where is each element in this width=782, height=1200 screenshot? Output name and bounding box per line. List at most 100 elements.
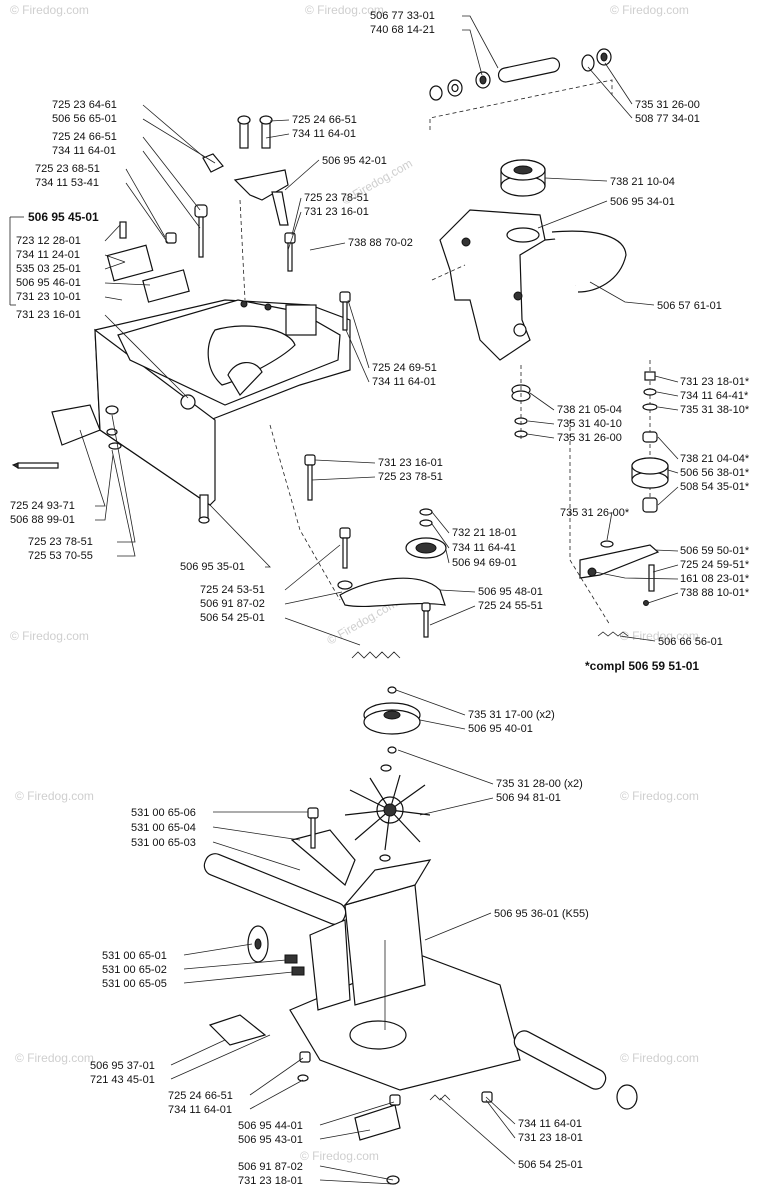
part-number-label: 731 23 16-01: [378, 457, 443, 469]
part-number-label: 731 23 16-01: [304, 206, 369, 218]
axle-assembly-drawing: [429, 48, 613, 130]
part-number-label: 725 23 68-51: [35, 163, 100, 175]
part-number-label: 738 88 10-01*: [680, 587, 750, 599]
part-number-label: 531 00 65-04: [131, 822, 196, 834]
part-number-label: 506 91 87-02: [200, 598, 265, 610]
part-number-label: 725 23 78-51: [28, 536, 93, 548]
part-number-label: 725 24 66-51: [292, 114, 357, 126]
part-number-label: 506 54 25-01: [200, 612, 265, 624]
part-number-label: 738 21 10-04: [610, 176, 675, 188]
part-number-label: 734 11 64-01: [518, 1118, 582, 1130]
leader-lines: [79, 15, 679, 1185]
part-number-label: 506 95 48-01: [478, 586, 543, 598]
pulley-drawing: [363, 686, 421, 772]
part-number-label: 735 31 26-00*: [560, 507, 630, 519]
part-number-label: 738 21 04-04*: [680, 453, 750, 465]
part-number-label: 721 43 45-01: [90, 1074, 155, 1086]
part-number-label: 506 95 36-01 (K55): [494, 908, 589, 920]
part-number-label: 725 24 53-51: [200, 584, 265, 596]
group-part-number: 506 95 45-01: [28, 210, 99, 224]
part-number-label: 735 31 26-00: [635, 99, 700, 111]
part-number-label: 506 95 34-01: [610, 196, 675, 208]
watermark: © Firedog.com: [305, 3, 384, 17]
part-number-label: 506 56 65-01: [52, 113, 117, 125]
part-number-label: 734 11 24-01: [16, 249, 80, 261]
part-number-label: 735 31 38-10*: [680, 404, 750, 416]
part-number-label: 506 95 43-01: [238, 1134, 303, 1146]
part-number-label: 535 03 25-01: [16, 263, 81, 275]
kit-note: *compl 506 59 51-01: [585, 659, 699, 673]
part-number-label: 531 00 65-01: [102, 950, 167, 962]
part-number-label: 506 59 50-01*: [680, 545, 750, 557]
part-number-label: 734 11 64-01: [372, 376, 436, 388]
part-number-label: 161 08 23-01*: [680, 573, 750, 585]
part-number-label: 531 00 65-05: [102, 978, 167, 990]
watermark: © Firedog.com: [620, 1051, 699, 1065]
chassis-drawing: [11, 115, 351, 601]
watermark: © Firedog.com: [10, 3, 89, 17]
part-number-label: 738 88 70-02: [348, 237, 413, 249]
part-number-label: 506 94 69-01: [452, 557, 517, 569]
part-number-label: 731 23 10-01: [16, 291, 81, 303]
part-number-label: 531 00 65-03: [131, 837, 196, 849]
watermark: © Firedog.com: [300, 1149, 379, 1163]
group-bracket: [9, 216, 24, 306]
part-number-label: 725 24 55-51: [478, 600, 543, 612]
part-number-label: 506 54 25-01: [518, 1159, 583, 1171]
part-number-label: 732 21 18-01: [452, 527, 517, 539]
part-number-label: 506 95 35-01: [180, 561, 245, 573]
part-number-label: 531 00 65-06: [131, 807, 196, 819]
part-number-label: 506 66 56-01: [658, 636, 723, 648]
part-number-label: 731 23 18-01*: [680, 376, 750, 388]
callout-labels: 506 77 33-01 740 68 14-21 735 31 26-00 5…: [10, 10, 750, 1187]
part-number-label: 731 23 18-01: [238, 1175, 303, 1187]
part-number-label: 506 77 33-01: [370, 10, 435, 22]
part-number-label: 506 95 37-01: [90, 1060, 155, 1072]
part-number-label: 725 24 59-51*: [680, 559, 750, 571]
part-number-label: 506 56 38-01*: [680, 467, 750, 479]
part-number-label: 734 11 64-41*: [680, 390, 749, 402]
part-number-label: 508 54 35-01*: [680, 481, 750, 493]
part-number-label: 738 21 05-04: [557, 404, 622, 416]
part-number-label: 725 53 70-55: [28, 550, 93, 562]
part-number-label: 508 77 34-01: [635, 113, 700, 125]
part-number-label: 506 94 81-01: [496, 792, 561, 804]
part-number-label: 723 12 28-01: [16, 235, 81, 247]
part-number-label: 735 31 40-10: [557, 418, 622, 430]
pivot-bracket-drawing: [431, 209, 627, 361]
bearing-drawing: [500, 159, 546, 197]
part-number-label: 725 23 78-51: [378, 471, 443, 483]
watermark: © Firedog.com: [15, 1051, 94, 1065]
part-number-label: 734 11 64-01: [168, 1104, 232, 1116]
transaxle-drawing: [203, 807, 638, 1185]
fan-drawing: [344, 774, 431, 862]
part-number-label: 725 24 66-51: [52, 131, 117, 143]
part-number-label: 734 11 53-41: [35, 177, 99, 189]
part-number-label: 734 11 64-41: [452, 542, 516, 554]
part-number-label: 734 11 64-01: [292, 128, 356, 140]
part-number-label: 725 24 69-51: [372, 362, 437, 374]
part-number-label: 506 95 46-01: [16, 277, 81, 289]
idler-pulley-drawing: [337, 508, 447, 659]
part-number-label: 735 31 26-00: [557, 432, 622, 444]
watermark: © Firedog.com: [610, 3, 689, 17]
part-number-label: 735 31 17-00 (x2): [468, 709, 555, 721]
part-number-label: 506 88 99-01: [10, 514, 75, 526]
tensioner-kit-drawing: [569, 360, 669, 637]
part-number-label: 506 57 61-01: [657, 300, 722, 312]
part-number-label: 734 11 64-01: [52, 145, 116, 157]
watermark: © Firedog.com: [620, 789, 699, 803]
watermark: © Firedog.com: [15, 789, 94, 803]
part-number-label: 531 00 65-02: [102, 964, 167, 976]
part-number-label: 735 31 28-00 (x2): [496, 778, 583, 790]
part-number-label: 740 68 14-21: [370, 24, 435, 36]
part-number-label: 506 95 42-01: [322, 155, 387, 167]
part-number-label: 725 23 64-61: [52, 99, 117, 111]
part-number-label: 731 23 16-01: [16, 309, 81, 321]
lower-bearing-drawing: [511, 365, 531, 440]
watermark: © Firedog.com: [10, 629, 89, 643]
part-number-label: 506 91 87-02: [238, 1161, 303, 1173]
part-number-label: 725 24 66-51: [168, 1090, 233, 1102]
